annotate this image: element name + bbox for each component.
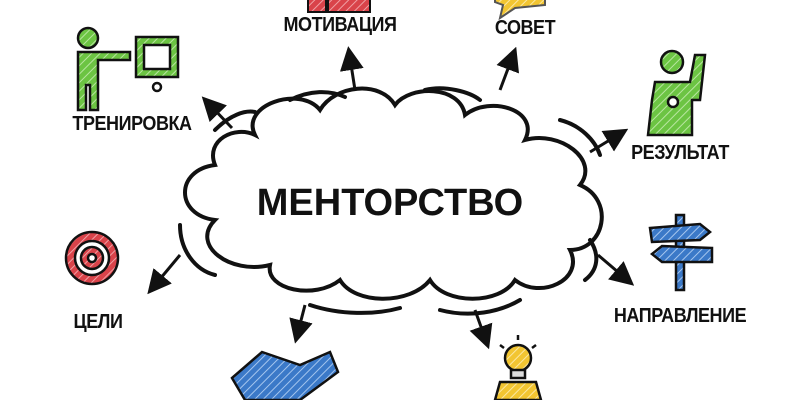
arrow-result [589,128,629,154]
central-title: МЕНТОРСТВО [256,182,524,224]
arrow-direction [597,253,635,286]
arrow-advice [496,46,520,91]
winner-icon [646,49,707,137]
arrow-goals [147,254,182,295]
cloud-outline [178,86,604,316]
label-direction: НАПРАВЛЕНИЕ [613,305,747,327]
label-goals: ЦЕЛИ [73,311,123,333]
presenter-icon [76,26,180,112]
target-icon [64,230,120,286]
signpost-icon [648,213,714,292]
lightbulb-icon [493,335,543,400]
arrow-motivation [339,46,364,91]
label-motivation: МОТИВАЦИЯ [283,14,397,36]
arrow-ideas [469,309,493,350]
speech-bubble-icon [494,0,546,21]
arrow-support [289,304,313,344]
label-advice: СОВЕТ [494,17,556,39]
arrow-training [201,96,234,130]
motivation-icon [307,0,371,13]
label-result: РЕЗУЛЬТАТ [631,142,729,164]
label-training: ТРЕНИРОВКА [72,113,192,135]
connector-arrows [147,46,635,350]
handshake-icon [230,350,340,400]
